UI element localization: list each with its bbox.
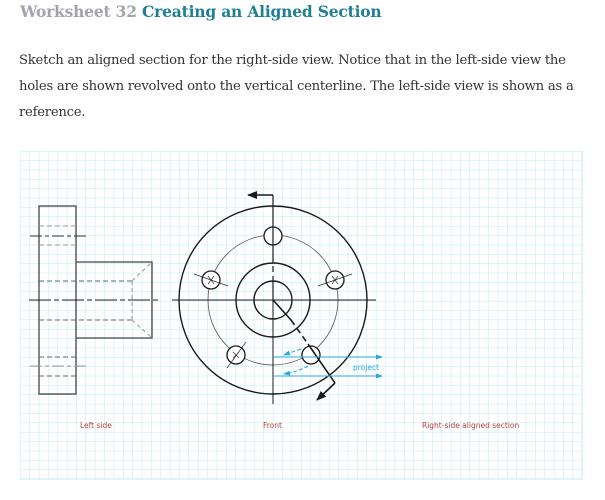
grid-paper — [20, 151, 583, 480]
right-side-label: Right-side aligned section — [422, 421, 520, 430]
left-side-label: Left side — [80, 421, 112, 430]
worksheet-number: Worksheet 32 — [20, 2, 137, 21]
left-side-view — [29, 205, 158, 395]
front-view — [172, 191, 376, 404]
projection-lines — [273, 348, 383, 379]
worksheet-title: Worksheet 32 Creating an Aligned Section — [20, 2, 382, 21]
worksheet-name: Creating an Aligned Section — [142, 2, 382, 21]
project-label: project — [353, 363, 379, 372]
instructions-text: Sketch an aligned section for the right-… — [19, 53, 574, 120]
front-label: Front — [263, 421, 282, 430]
